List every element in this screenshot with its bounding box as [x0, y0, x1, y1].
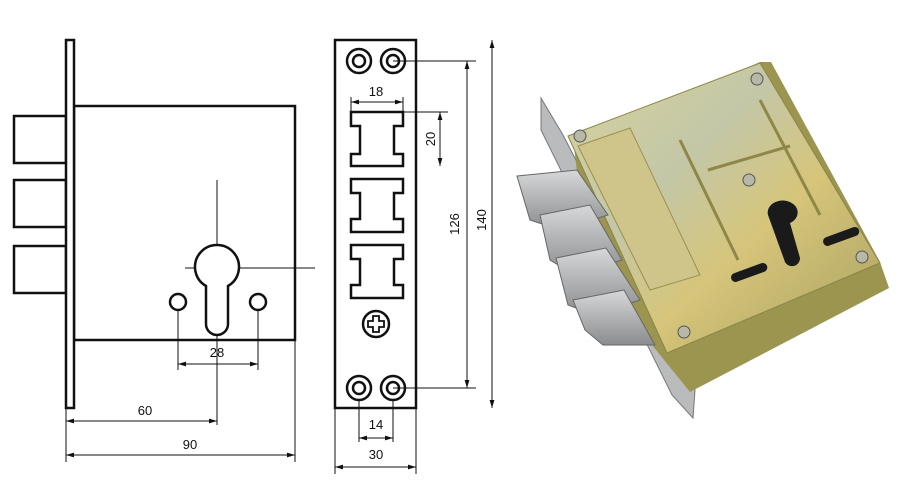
dim-screw-spacing: 126: [447, 213, 462, 235]
mount-hole-left: [168, 292, 188, 312]
bolt-side-2: [12, 178, 68, 229]
photo-keyhole: [767, 200, 801, 267]
bolt-side-3: [12, 244, 68, 295]
bolt-opening-2: [349, 177, 405, 234]
dim-bolt-height: 20: [423, 132, 438, 146]
dim-faceplate-width: 30: [369, 447, 383, 462]
photo-screws: [573, 72, 869, 339]
dim-faceplate-height: 140: [474, 209, 489, 231]
lock-photo: [516, 62, 889, 420]
front-view: 18 20 126 140 14 30: [333, 38, 495, 474]
bolt-opening-1: [349, 110, 405, 168]
dim-backset: 60: [138, 403, 152, 418]
cylinder-keyhole: [193, 243, 241, 337]
faceplate-side: [64, 38, 76, 410]
mount-hole-right: [248, 292, 268, 312]
bolt-opening-3: [349, 243, 405, 300]
dim-screw-horizontal: 14: [369, 417, 383, 432]
dim-bolt-width: 18: [369, 84, 383, 99]
screw-holes: [345, 47, 407, 402]
side-view: 28 60 90: [12, 38, 315, 462]
dim-hole-spacing: 28: [210, 345, 224, 360]
dim-body-width: 90: [183, 437, 197, 452]
photo-cover-plate: [577, 127, 701, 291]
photo-bolts: [516, 169, 656, 346]
bolt-side-1: [12, 114, 68, 165]
